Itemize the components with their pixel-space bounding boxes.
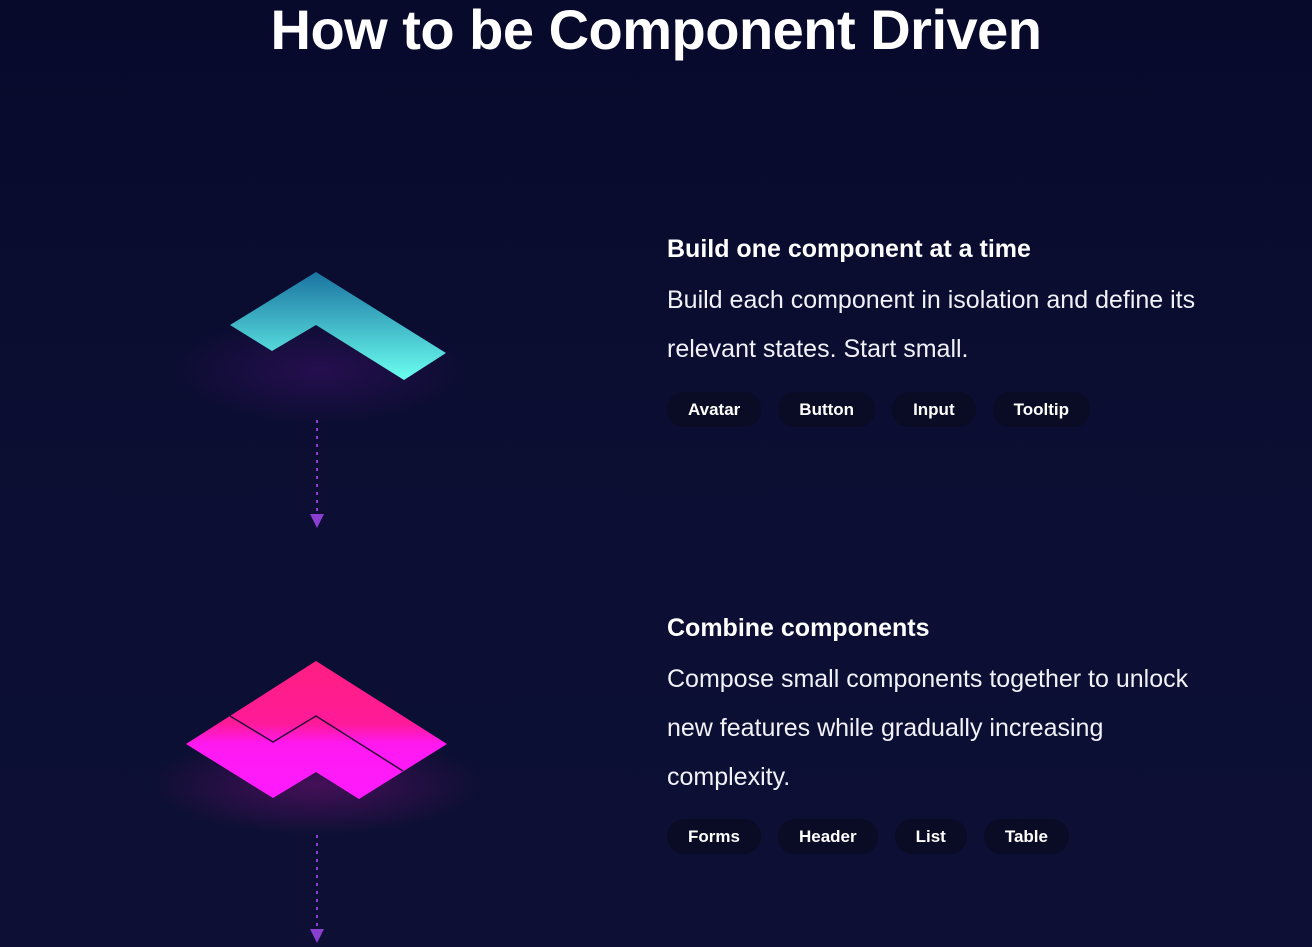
- page-title: How to be Component Driven: [270, 0, 1043, 61]
- step-description: Build each component in isolation and de…: [667, 286, 1196, 363]
- illustration-column: [151, 272, 481, 943]
- step-combine-components: Combine components Compose small compone…: [667, 611, 1267, 854]
- tag-list: Avatar Button Input Tooltip: [667, 392, 1267, 427]
- tag-input[interactable]: Input: [892, 392, 976, 427]
- tag-list: Forms Header List Table: [667, 819, 1267, 854]
- step-description: Compose small components together to unl…: [667, 665, 1189, 791]
- dashed-arrow-down-icon: [310, 835, 324, 943]
- chevron-block-icon: [170, 272, 470, 425]
- combined-blocks-icon: [151, 661, 481, 835]
- step-build-one-component: Build one component at a time Build each…: [667, 232, 1267, 427]
- tag-button[interactable]: Button: [778, 392, 876, 427]
- tag-forms[interactable]: Forms: [667, 819, 761, 854]
- step-title: Combine components: [667, 614, 930, 642]
- tag-list-item[interactable]: List: [894, 819, 967, 854]
- tag-tooltip[interactable]: Tooltip: [992, 392, 1090, 427]
- tag-header[interactable]: Header: [777, 819, 878, 854]
- dashed-arrow-down-icon: [310, 420, 324, 528]
- tag-table[interactable]: Table: [983, 819, 1069, 854]
- step-title: Build one component at a time: [667, 235, 1031, 263]
- tag-avatar[interactable]: Avatar: [667, 392, 762, 427]
